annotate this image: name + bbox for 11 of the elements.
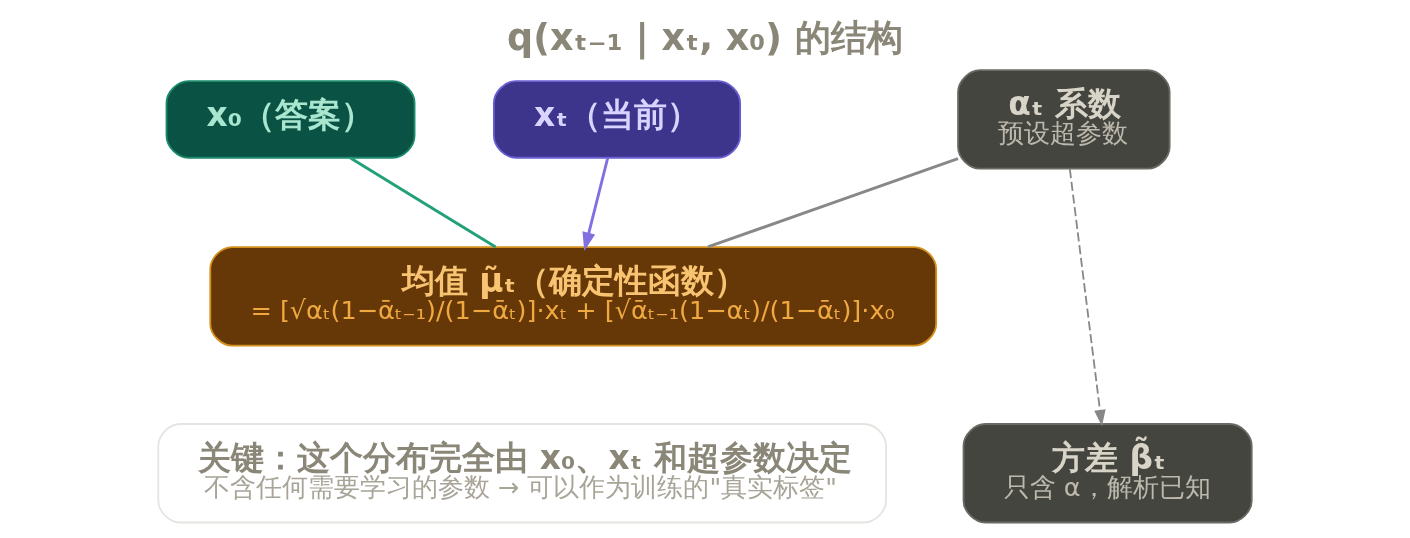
node-box: x₀（答案） (165, 80, 416, 159)
diagram-title: q(xₜ₋₁ | xₜ, x₀) 的结构 (507, 16, 903, 60)
arrow (582, 157, 610, 251)
connector (707, 157, 959, 249)
node-box: xₜ（当前） (492, 80, 741, 159)
node-box: αₜ 系数 预设超参数 (957, 69, 1171, 170)
node-box: 关键：这个分布完全由 x₀、xₜ 和超参数决定 不含任何需要学习的参数 → 可以作为训练的"真实标签" (157, 423, 887, 524)
arrow (1068, 168, 1106, 427)
connector (349, 156, 497, 249)
node-box: 均值 μ̃ₜ（确定性函数） = [√αₜ(1−ᾱₜ₋₁)/(1−ᾱₜ)]·xₜ + [√ᾱₜ₋₁(1−αₜ)/(1−ᾱₜ)]·x₀ (209, 246, 938, 347)
node-box: 方差 β̃ₜ 只含 α，解析已知 (962, 423, 1253, 524)
